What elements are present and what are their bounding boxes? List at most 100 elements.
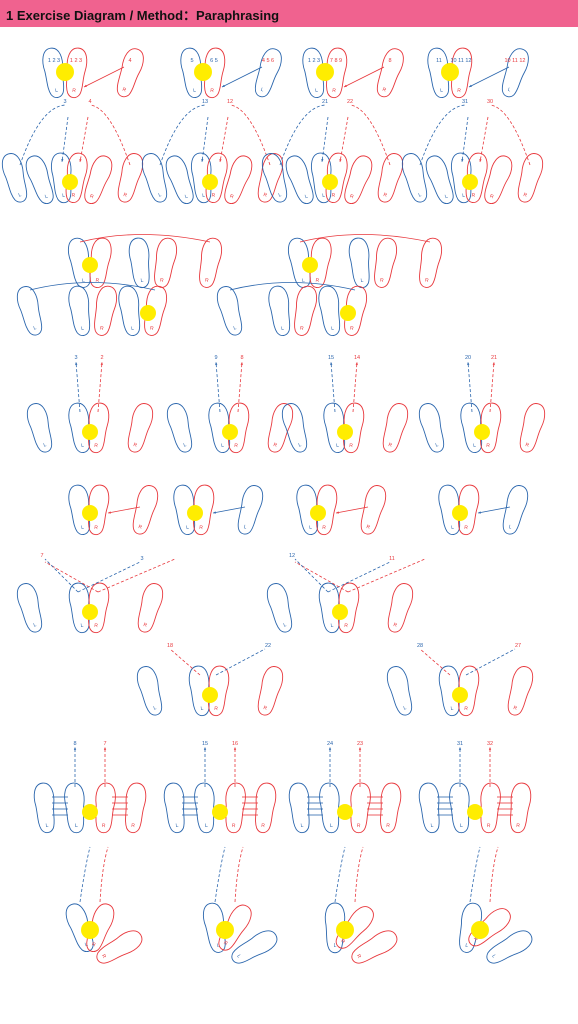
center-mark — [81, 921, 99, 939]
foot-letter-l: L — [460, 823, 463, 829]
right-foot-outline: R — [116, 48, 144, 98]
left-foot-outline: L — [202, 902, 226, 953]
right-foot-outline: R — [316, 484, 338, 536]
foot-shape — [377, 153, 404, 203]
foot-letter-r: R — [339, 938, 346, 945]
left-foot-outline: L — [64, 782, 85, 834]
foot-shape — [380, 782, 402, 834]
left-foot-outline: L — [51, 152, 72, 204]
foot-letter-l: L — [175, 823, 179, 829]
path-curve — [169, 648, 201, 676]
foot-letter-r: R — [214, 706, 219, 712]
right-foot-outline: R — [465, 152, 488, 203]
right-foot-outline: R — [374, 237, 398, 288]
foot-letter-r: R — [424, 277, 429, 284]
foot-shape — [501, 48, 529, 98]
foot-letter-l: L — [62, 193, 66, 199]
step-number-label: 11 — [436, 58, 442, 64]
step-number-label: 30 — [487, 99, 493, 105]
center-mark — [82, 257, 98, 273]
foot-shape — [237, 485, 264, 535]
right-foot-outline: R — [255, 782, 277, 834]
foot-letter-l: L — [43, 442, 47, 449]
path-line — [61, 116, 69, 163]
right-foot-outline: R — [458, 665, 480, 717]
foot-shape — [65, 152, 88, 203]
foot-letter-r: R — [315, 278, 320, 284]
path-curve — [349, 104, 391, 166]
foot-shape — [468, 908, 511, 947]
right-foot-outline: R — [468, 908, 511, 947]
foot-letter-r: R — [379, 277, 384, 284]
path-line — [468, 66, 510, 88]
foot-letter-l: L — [44, 193, 49, 200]
foot-shape — [117, 153, 144, 203]
step-number-label: 15 — [328, 355, 334, 361]
right-foot-outline: R — [294, 285, 318, 336]
right-foot-outline: R — [325, 152, 348, 203]
foot-letter-l: L — [221, 443, 225, 449]
foot-letter-l: L — [81, 277, 85, 283]
right-foot-outline: R — [507, 666, 534, 716]
path-curve — [469, 846, 481, 903]
arrow-head — [321, 159, 324, 162]
foot-letter-r: R — [100, 953, 107, 959]
arrow-head — [203, 747, 207, 750]
center-mark — [471, 921, 489, 939]
left-foot-outline: L — [401, 153, 428, 203]
foot-shape — [132, 485, 159, 535]
foot-letter-l: L — [322, 193, 326, 199]
foot-shape — [387, 583, 414, 633]
figure-row9-2: LRR — [324, 846, 398, 964]
step-number-label: 3 — [140, 556, 143, 562]
arrow-head — [240, 362, 243, 365]
right-foot-outline: R — [519, 403, 546, 453]
step-number-label: 7 — [40, 553, 43, 559]
step-number-label: 22 — [265, 643, 271, 649]
foot-shape — [144, 285, 168, 336]
left-foot-outline: L — [281, 403, 308, 453]
path-curve — [159, 104, 206, 166]
left-foot-outline: L — [502, 485, 529, 535]
foot-shape — [205, 152, 228, 203]
foot-letter-l: L — [158, 192, 162, 199]
foot-shape — [191, 152, 212, 204]
step-number-label: 3 — [74, 355, 77, 361]
foot-letter-l: L — [462, 193, 466, 199]
foot-letter-r: R — [457, 88, 462, 94]
foot-letter-l: L — [186, 525, 190, 531]
foot-letter-l: L — [200, 706, 204, 712]
foot-letter-l: L — [334, 943, 337, 949]
foot-shape — [343, 402, 365, 454]
foot-shape — [208, 665, 230, 717]
right-foot-outline: R — [89, 237, 112, 288]
right-foot-outline: R — [343, 402, 365, 454]
foot-letter-l: L — [330, 823, 333, 829]
path-line — [339, 116, 349, 163]
center-mark — [82, 604, 98, 620]
path-line — [83, 66, 125, 88]
step-number-label: 8 — [73, 741, 76, 747]
foot-shape — [285, 155, 314, 204]
arrow-head — [492, 362, 495, 365]
step-number-label: 16 — [232, 741, 238, 747]
foot-letter-r: R — [393, 622, 398, 629]
right-foot-outline: R — [132, 485, 159, 535]
arrow-head — [61, 159, 64, 162]
left-foot-outline: L — [501, 48, 529, 98]
center-mark — [336, 921, 354, 939]
left-foot-outline: L — [418, 782, 440, 834]
step-number-label: 10 11 12 — [450, 58, 471, 64]
foot-letter-l: L — [331, 326, 335, 332]
foot-shape — [137, 583, 164, 633]
foot-letter-l: L — [183, 442, 187, 449]
right-foot-outline: R — [351, 930, 398, 964]
right-foot-outline: R — [228, 402, 250, 454]
foot-letter-l: L — [81, 326, 85, 332]
arrow-head — [355, 362, 358, 365]
foot-shape — [96, 930, 143, 964]
step-number-label: 8 — [240, 355, 243, 361]
